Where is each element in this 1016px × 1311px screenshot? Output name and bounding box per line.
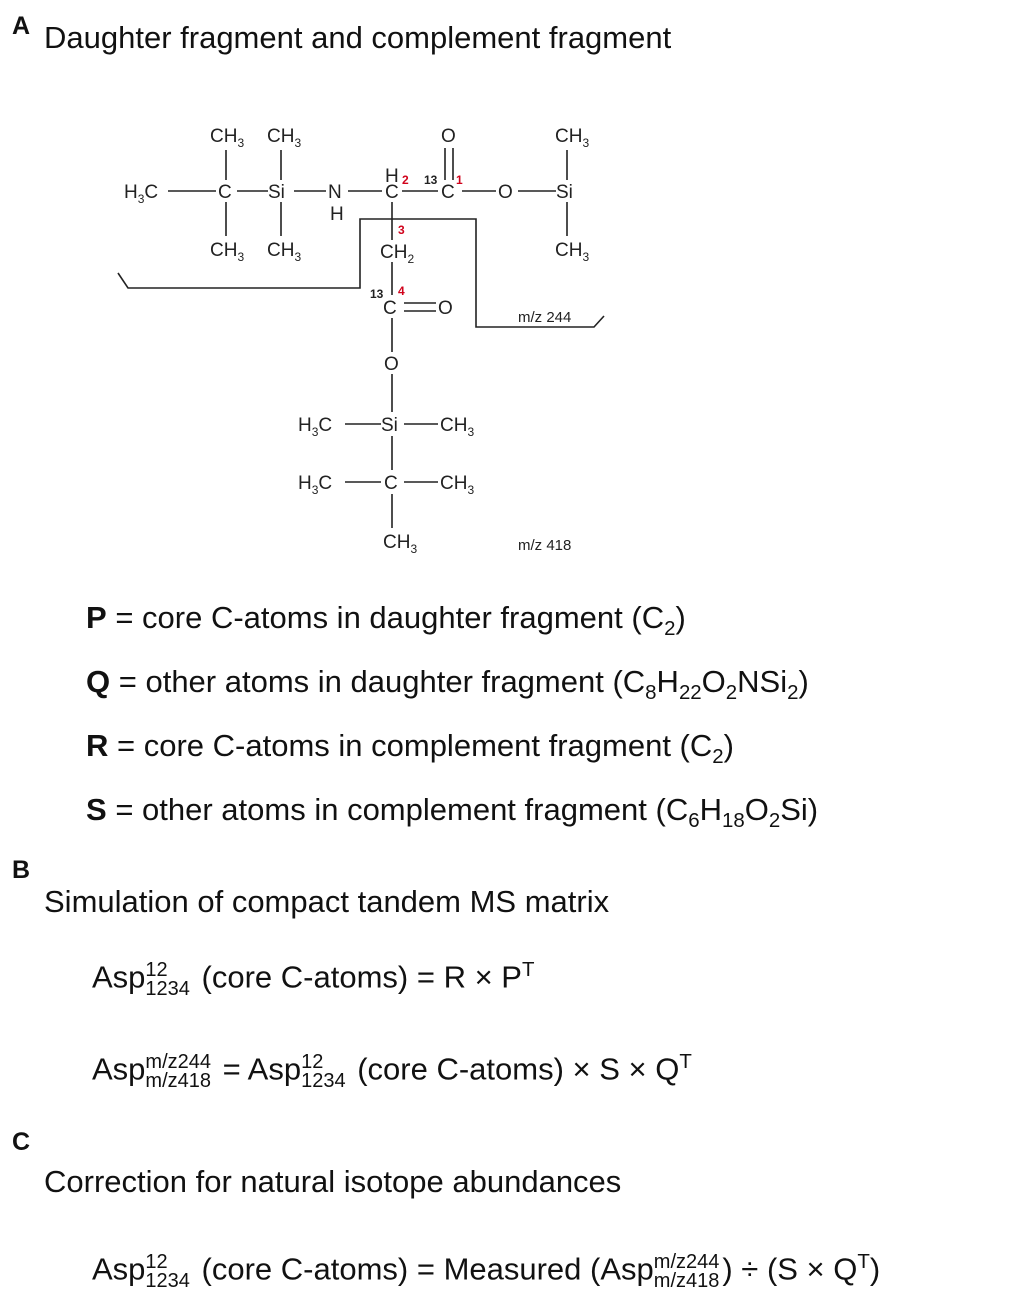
mz-244-label: m/z 244: [518, 309, 571, 326]
svg-text:O: O: [441, 126, 456, 147]
svg-text:N: N: [328, 182, 342, 203]
svg-text:C: C: [385, 182, 399, 203]
definition-p: P = core C-atoms in daughter fragment (C…: [86, 600, 686, 641]
svg-text:C: C: [384, 473, 398, 494]
mz-labels: m/z 244 m/z 418: [518, 309, 571, 554]
svg-text:CH3: CH3: [555, 126, 589, 150]
svg-text:O: O: [438, 298, 453, 319]
svg-text:H: H: [330, 204, 344, 225]
svg-text:C: C: [383, 298, 397, 319]
svg-text:CH3: CH3: [440, 415, 474, 439]
svg-text:O: O: [498, 182, 513, 203]
fragment-boundary: [117, 218, 605, 328]
svg-text:CH2: CH2: [380, 242, 414, 266]
svg-text:H3C: H3C: [124, 182, 158, 206]
panel-a-label: A: [12, 12, 31, 40]
panel-b-title: Simulation of compact tandem MS matrix: [44, 884, 610, 919]
svg-text:CH3: CH3: [383, 532, 417, 556]
isotope-label-c1: 13: [424, 173, 438, 187]
atom-labels: CH3 CH3 H3C C Si N H H C C O O Si CH3 CH…: [124, 126, 589, 556]
position-4: 4: [398, 284, 405, 298]
svg-text:CH3: CH3: [440, 473, 474, 497]
bond-lines: [168, 148, 568, 528]
position-3: 3: [398, 223, 405, 237]
svg-text:Si: Si: [381, 415, 398, 436]
svg-text:CH3: CH3: [555, 240, 589, 264]
svg-text:C: C: [441, 182, 455, 203]
svg-text:CH3: CH3: [267, 126, 301, 150]
definition-s: S = other atoms in complement fragment (…: [86, 792, 819, 833]
svg-text:H3C: H3C: [298, 473, 332, 497]
svg-text:CH3: CH3: [267, 240, 301, 264]
definition-r: R = core C-atoms in complement fragment …: [86, 728, 734, 769]
svg-text:CH3: CH3: [210, 240, 244, 264]
svg-text:H: H: [385, 166, 399, 187]
position-2: 2: [402, 173, 409, 187]
position-labels: 1 2 3 4: [398, 173, 463, 298]
svg-text:CH3: CH3: [210, 126, 244, 150]
isotope-label-c4: 13: [370, 287, 384, 301]
definition-q: Q = other atoms in daughter fragment (C8…: [86, 664, 809, 705]
svg-text:C: C: [218, 182, 232, 203]
svg-text:Si: Si: [268, 182, 285, 203]
position-1: 1: [456, 173, 463, 187]
isotope-labels: 13 13: [370, 173, 438, 301]
panel-c-title: Correction for natural isotope abundance…: [44, 1164, 622, 1199]
panel-b-label: B: [12, 856, 31, 884]
panel-a-title: Daughter fragment and complement fragmen…: [44, 20, 672, 55]
svg-text:Si: Si: [556, 182, 573, 203]
mz-418-label: m/z 418: [518, 537, 571, 554]
panel-c-label: C: [12, 1128, 31, 1156]
molecule-structure: CH3 CH3 H3C C Si N H H C C O O Si CH3 CH…: [117, 126, 605, 556]
svg-text:H3C: H3C: [298, 415, 332, 439]
svg-text:O: O: [384, 354, 399, 375]
